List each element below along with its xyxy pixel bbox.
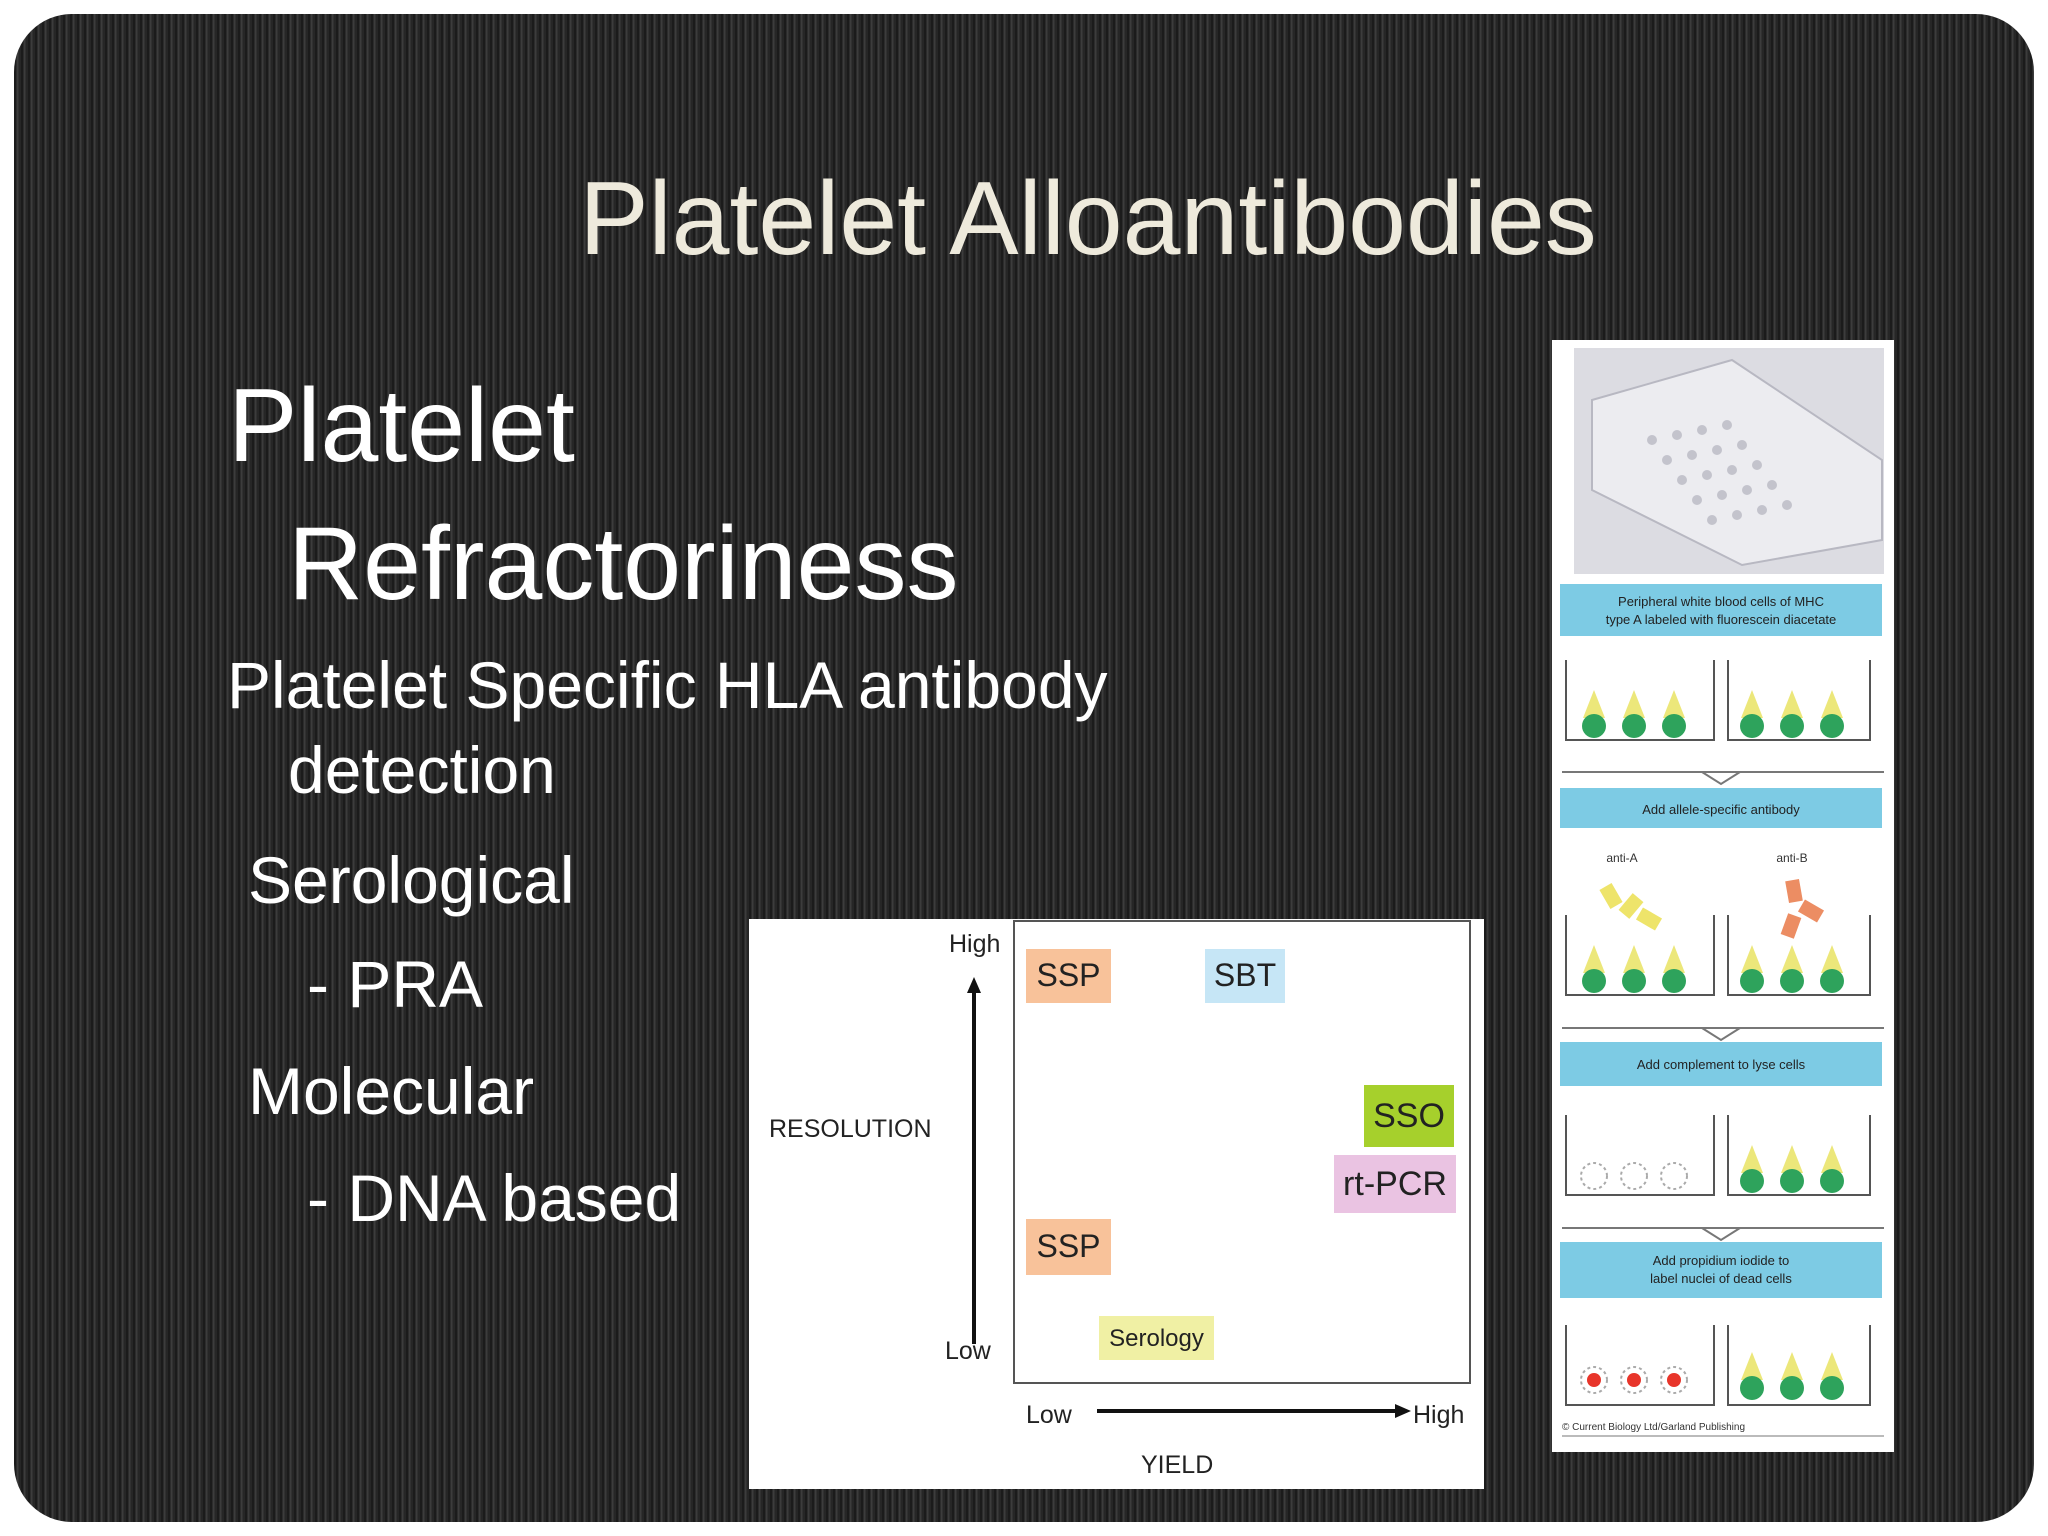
x-high-label: High — [1413, 1401, 1464, 1429]
assay-diagram: Peripheral white blood cells of MHC type… — [1560, 348, 1884, 1437]
box-serology — [1099, 1316, 1214, 1360]
step1-line2: type A labeled with fluorescein diacetat… — [1606, 612, 1837, 627]
box-rt-pcr-label: rt-PCR — [1343, 1165, 1447, 1203]
divider-2 — [1562, 1027, 1884, 1042]
anti-a-label: anti-A — [1606, 851, 1637, 865]
box-ssp-high — [1026, 949, 1111, 1003]
box-sso-label: SSO — [1373, 1097, 1445, 1135]
microplate-tray — [1591, 358, 1883, 567]
y-low-label: Low — [945, 1337, 992, 1365]
y-axis-arrowhead — [967, 977, 981, 993]
divider-1 — [1562, 771, 1884, 786]
step3-label: Add complement to lyse cells — [1637, 1057, 1806, 1072]
wells-row-2 — [1565, 915, 1871, 996]
bullet-pra: - PRA — [307, 947, 484, 1021]
box-sbt — [1205, 949, 1285, 1003]
box-ssp-high-label: SSP — [1036, 957, 1100, 993]
step4-band — [1560, 1242, 1882, 1298]
step4-line2: label nuclei of dead cells — [1650, 1271, 1792, 1286]
y-high-label: High — [949, 930, 1000, 958]
figure-credit: © Current Biology Ltd/Garland Publishing — [1562, 1422, 1745, 1433]
microplate-wells — [1647, 420, 1792, 525]
cytotoxicity-assay-figure: Peripheral white blood cells of MHC type… — [1552, 340, 1894, 1452]
box-sbt-label: SBT — [1214, 957, 1276, 993]
anti-b-label: anti-B — [1776, 851, 1807, 865]
x-axis-arrowhead — [1395, 1404, 1411, 1418]
x-axis-title: YIELD — [1141, 1451, 1213, 1479]
heading-line-1: Platelet — [228, 368, 575, 484]
wells-row-3 — [1565, 1115, 1871, 1196]
chart-plot-frame — [1013, 920, 1471, 1384]
bullet-dna-based: - DNA based — [307, 1161, 682, 1235]
heading-line-2: Refractoriness — [288, 506, 959, 622]
slide: Platelet Alloantibodies Platelet Refract… — [14, 14, 2034, 1522]
box-sso — [1364, 1085, 1454, 1147]
box-serology-label: Serology — [1109, 1325, 1204, 1352]
bullet-serological: Serological — [248, 843, 575, 917]
bullet-molecular: Molecular — [248, 1054, 535, 1128]
step3-band — [1560, 1042, 1882, 1086]
bullet-hla-line-2: detection — [288, 733, 556, 807]
step1-band — [1560, 584, 1882, 636]
anti-b-antibodies — [1780, 878, 1825, 939]
step4-line1: Add propidium iodide to — [1653, 1253, 1790, 1268]
wells-row-4 — [1565, 1325, 1871, 1406]
box-ssp-low-label: SSP — [1036, 1228, 1100, 1264]
step2-band — [1560, 788, 1882, 828]
anti-a-antibodies — [1599, 882, 1663, 931]
wells-row-1 — [1565, 660, 1871, 741]
divider-3 — [1562, 1227, 1884, 1242]
x-low-label: Low — [1026, 1401, 1073, 1429]
step1-line1: Peripheral white blood cells of MHC — [1618, 594, 1824, 609]
bullet-hla-line-1: Platelet Specific HLA antibody — [227, 648, 1108, 722]
step2-label: Add allele-specific antibody — [1642, 802, 1800, 817]
resolution-yield-chart: High Low RESOLUTION Low High YIELD SSP S… — [749, 919, 1484, 1489]
chart-canvas: High Low RESOLUTION Low High YIELD SSP S… — [769, 920, 1471, 1479]
box-rt-pcr — [1334, 1155, 1456, 1213]
y-axis-title: RESOLUTION — [769, 1115, 932, 1143]
box-ssp-low — [1026, 1219, 1111, 1275]
slide-title: Platelet Alloantibodies — [579, 161, 1597, 277]
